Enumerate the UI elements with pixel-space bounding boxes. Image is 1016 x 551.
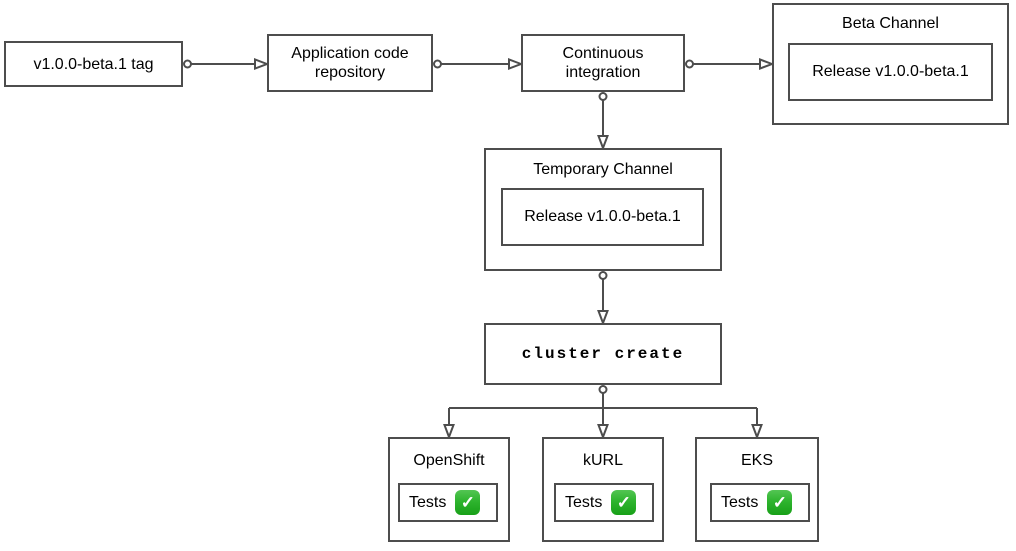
node-eks-tests-label: Tests [721,493,759,511]
node-kurl-tests-label: Tests [565,493,603,511]
edge-arrowhead [751,424,763,440]
check-glyph: ✓ [772,493,787,512]
node-temporary-release-label: Release v1.0.0-beta.1 [524,208,681,225]
edge-arrowhead [254,58,270,70]
node-app-repo: Application code repository [267,34,433,92]
edge-source-dot [685,59,694,69]
edge-source-dot [183,59,192,69]
edge-source-dot [433,59,442,69]
group-kurl: kURL Tests ✓ [542,437,664,542]
node-temporary-release: Release v1.0.0-beta.1 [501,188,704,246]
node-eks-tests: Tests ✓ [710,483,810,522]
group-eks-title: EKS [740,452,773,469]
group-openshift: OpenShift Tests ✓ [388,437,510,542]
node-version-tag-label: v1.0.0-beta.1 tag [33,55,154,73]
group-beta-channel-title: Beta Channel [842,15,939,32]
node-cluster-create-label: cluster create [521,344,685,363]
node-kurl-tests: Tests ✓ [554,483,654,522]
check-passed-icon: ✓ [455,490,481,515]
node-beta-release-label: Release v1.0.0-beta.1 [812,63,969,80]
group-temporary-channel-title: Temporary Channel [533,161,673,178]
node-cluster-create: cluster create [484,323,722,385]
node-continuous-integration-label: Continuous integration [562,45,644,81]
node-openshift-tests-label: Tests [409,493,447,511]
edge-source-dot [598,92,608,101]
check-glyph: ✓ [460,493,475,512]
edge-arrowhead [597,135,609,151]
edge-source-dot [598,271,608,280]
edge-arrowhead [759,58,775,70]
group-temporary-channel: Temporary Channel Release v1.0.0-beta.1 [484,148,722,271]
check-passed-icon: ✓ [767,490,793,515]
edge-arrowhead [508,58,524,70]
edge-arrowhead [597,310,609,326]
node-beta-release: Release v1.0.0-beta.1 [788,43,993,101]
group-openshift-title: OpenShift [413,452,485,469]
check-passed-icon: ✓ [611,490,637,515]
check-glyph: ✓ [616,493,631,512]
group-kurl-title: kURL [582,452,623,469]
group-eks: EKS Tests ✓ [695,437,819,542]
node-continuous-integration: Continuous integration [521,34,685,92]
edge-arrowhead [597,424,609,440]
edge-arrowhead [443,424,455,440]
edge-source-dot [598,385,608,394]
node-openshift-tests: Tests ✓ [398,483,498,522]
node-version-tag: v1.0.0-beta.1 tag [4,41,183,87]
node-app-repo-label: Application code repository [291,45,409,81]
group-beta-channel: Beta Channel Release v1.0.0-beta.1 [772,3,1009,125]
